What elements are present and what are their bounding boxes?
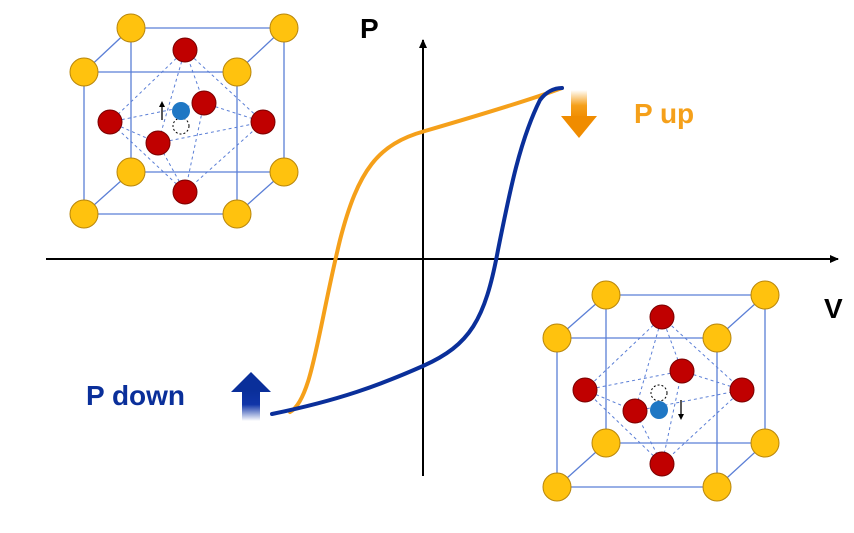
- perovskite-cell-down: [542, 280, 780, 502]
- lower-branch-curve: [270, 86, 564, 416]
- x-axis-label: V: [824, 293, 843, 324]
- upper-branch-curve: [288, 86, 564, 414]
- arrow-down-icon: [561, 90, 597, 138]
- p-down-label: P down: [86, 380, 185, 411]
- arrow-up-icon: [231, 372, 271, 421]
- p-up-label: P up: [634, 98, 694, 129]
- o-site-atoms: [97, 37, 276, 205]
- perovskite-cell-up: [69, 13, 299, 229]
- a-site-atoms: [69, 13, 299, 229]
- b-site-atom: [172, 102, 190, 120]
- y-axis-label: P: [360, 13, 379, 44]
